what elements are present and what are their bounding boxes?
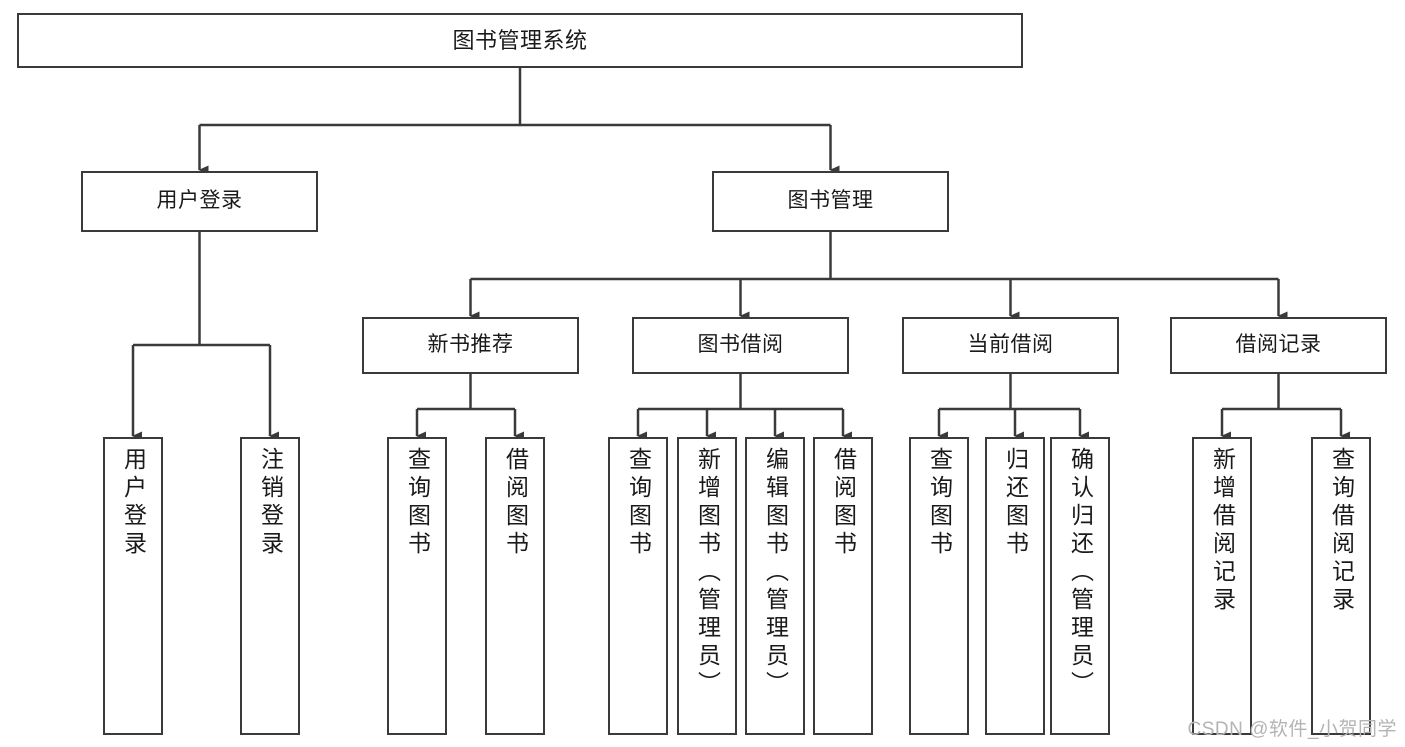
node-leaf-record-query: 查询借阅记录 (1311, 437, 1371, 735)
node-label: 当前借阅 (967, 333, 1054, 357)
node-leaf-user-login: 用户登录 (103, 437, 163, 735)
node-label: 用户登录 (156, 189, 243, 213)
node-borrow: 图书借阅 (632, 317, 849, 374)
node-records: 借阅记录 (1170, 317, 1387, 374)
node-leaf-new-borrow: 借阅图书 (485, 437, 545, 735)
node-label: 用户登录 (120, 447, 147, 559)
watermark: CSDN @软件_小贺同学 (1187, 719, 1397, 740)
node-leaf-user-logout: 注销登录 (240, 437, 300, 735)
node-leaf-current-return: 归还图书 (985, 437, 1045, 735)
node-label: 归还图书 (1002, 447, 1029, 559)
node-leaf-borrow-edit: 编辑图书（管理员） (745, 437, 805, 735)
node-leaf-current-query: 查询图书 (909, 437, 969, 735)
node-label: 借阅图书 (830, 447, 857, 559)
node-label: 图书借阅 (697, 333, 784, 357)
node-label: 新书推荐 (427, 333, 514, 357)
node-root: 图书管理系统 (17, 13, 1023, 68)
node-leaf-borrow-lend: 借阅图书 (813, 437, 873, 735)
node-label: 借阅记录 (1235, 333, 1322, 357)
node-label: 确认归还（管理员） (1067, 447, 1094, 699)
node-label: 图书管理系统 (452, 27, 588, 53)
edges (131, 68, 1350, 441)
node-label: 新增图书（管理员） (694, 447, 721, 699)
node-label: 借阅图书 (502, 447, 529, 559)
node-current: 当前借阅 (902, 317, 1119, 374)
node-label: 查询图书 (625, 447, 652, 559)
node-newbook: 新书推荐 (362, 317, 579, 374)
node-label: 编辑图书（管理员） (762, 447, 789, 699)
node-leaf-borrow-add: 新增图书（管理员） (677, 437, 737, 735)
node-label: 注销登录 (257, 447, 284, 559)
node-login: 用户登录 (81, 171, 318, 232)
node-leaf-borrow-query: 查询图书 (608, 437, 668, 735)
node-label: 查询图书 (404, 447, 431, 559)
node-bookmgmt: 图书管理 (712, 171, 949, 232)
node-leaf-record-add: 新增借阅记录 (1192, 437, 1252, 735)
node-label: 图书管理 (787, 189, 874, 213)
node-label: 查询图书 (926, 447, 953, 559)
node-leaf-new-query: 查询图书 (387, 437, 447, 735)
node-label: 新增借阅记录 (1209, 447, 1236, 615)
node-label: 查询借阅记录 (1328, 447, 1355, 615)
node-leaf-current-confirm: 确认归还（管理员） (1050, 437, 1110, 735)
